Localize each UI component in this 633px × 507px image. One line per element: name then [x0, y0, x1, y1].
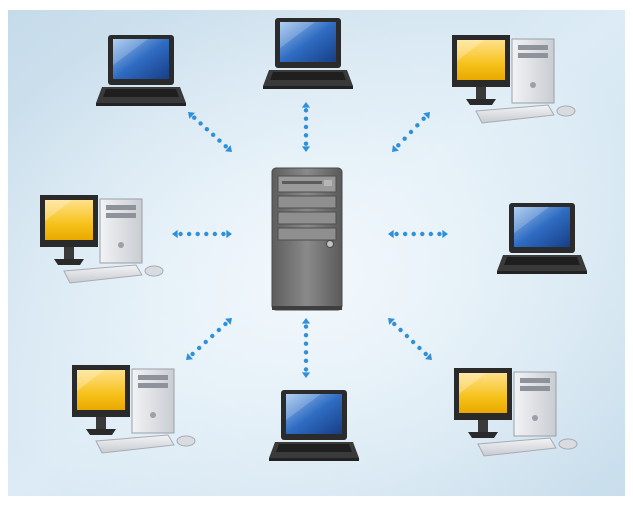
arrow-head	[301, 318, 311, 324]
arrow-dot	[423, 351, 428, 357]
arrow-dot	[410, 339, 416, 345]
arrow-dot	[221, 231, 226, 237]
arrow-head	[423, 112, 430, 119]
arrow-dot	[392, 321, 397, 327]
arrow-dot	[396, 143, 401, 148]
arrow-head	[225, 145, 232, 152]
arrow-dot	[402, 136, 407, 141]
arrow-head	[188, 112, 195, 119]
arrow-dot	[303, 350, 309, 355]
arrow-dot	[417, 345, 422, 351]
arrow-head	[226, 229, 232, 239]
arrow-dot	[212, 231, 218, 237]
arrow-head	[442, 229, 448, 239]
arrow-dot	[411, 231, 416, 237]
server-tower	[271, 167, 343, 311]
connection-arrow-top-left	[192, 115, 228, 149]
connection-arrow-left	[178, 231, 226, 237]
arrow-head	[225, 318, 232, 325]
arrow-dot	[303, 133, 309, 138]
arrow-dot	[437, 231, 442, 237]
arrow-head	[186, 353, 193, 360]
connection-arrow-bottom	[303, 324, 309, 372]
arrow-dot	[303, 124, 309, 130]
arrow-dot	[408, 129, 414, 135]
arrow-head	[301, 102, 311, 108]
arrow-dot	[223, 321, 228, 327]
arrow-dot	[303, 324, 309, 329]
arrow-dot	[420, 231, 425, 237]
connection-arrows	[172, 102, 448, 378]
arrow-dot	[303, 108, 309, 113]
arrow-dot	[204, 231, 209, 237]
arrow-dot	[210, 132, 216, 138]
arrow-dot	[198, 121, 203, 126]
arrow-dot	[303, 367, 309, 372]
arrow-dot	[421, 116, 426, 121]
arrow-dot	[303, 358, 309, 364]
arrow-dot	[303, 116, 309, 121]
laptop-top	[263, 18, 353, 89]
arrow-dot	[303, 141, 309, 146]
arrow-dot	[210, 333, 215, 339]
laptop-bottom	[269, 390, 359, 461]
arrow-head	[172, 229, 178, 239]
connection-arrow-right	[394, 231, 442, 237]
arrow-dot	[178, 231, 183, 237]
arrow-dot	[196, 345, 202, 351]
arrow-dot	[404, 333, 410, 339]
arrow-dot	[428, 231, 434, 237]
arrow-head	[301, 146, 311, 152]
arrow-dot	[192, 115, 197, 120]
arrow-dot	[402, 231, 408, 237]
arrow-dot	[186, 231, 192, 237]
arrow-dot	[223, 144, 228, 149]
arrow-dot	[303, 341, 309, 346]
arrow-dot	[217, 138, 222, 143]
connection-arrow-bottom-right	[392, 321, 428, 357]
connection-arrow-bottom-left	[190, 321, 228, 357]
arrow-head	[425, 353, 432, 360]
arrow-dot	[195, 231, 200, 237]
arrow-dot	[394, 231, 399, 237]
laptop-right	[497, 203, 587, 274]
arrow-dot	[203, 339, 208, 345]
arrow-head	[301, 372, 311, 378]
connection-arrow-top-right	[396, 116, 426, 148]
arrow-dot	[204, 126, 210, 132]
connection-arrow-top	[303, 108, 309, 146]
arrow-head	[392, 145, 399, 152]
arrow-dot	[303, 332, 309, 338]
arrow-dot	[415, 123, 420, 128]
arrow-head	[388, 318, 395, 325]
arrow-head	[388, 229, 394, 239]
laptop-top-left	[96, 35, 186, 106]
arrow-dot	[216, 327, 222, 333]
arrow-dot	[398, 327, 403, 333]
arrow-dot	[190, 351, 195, 357]
